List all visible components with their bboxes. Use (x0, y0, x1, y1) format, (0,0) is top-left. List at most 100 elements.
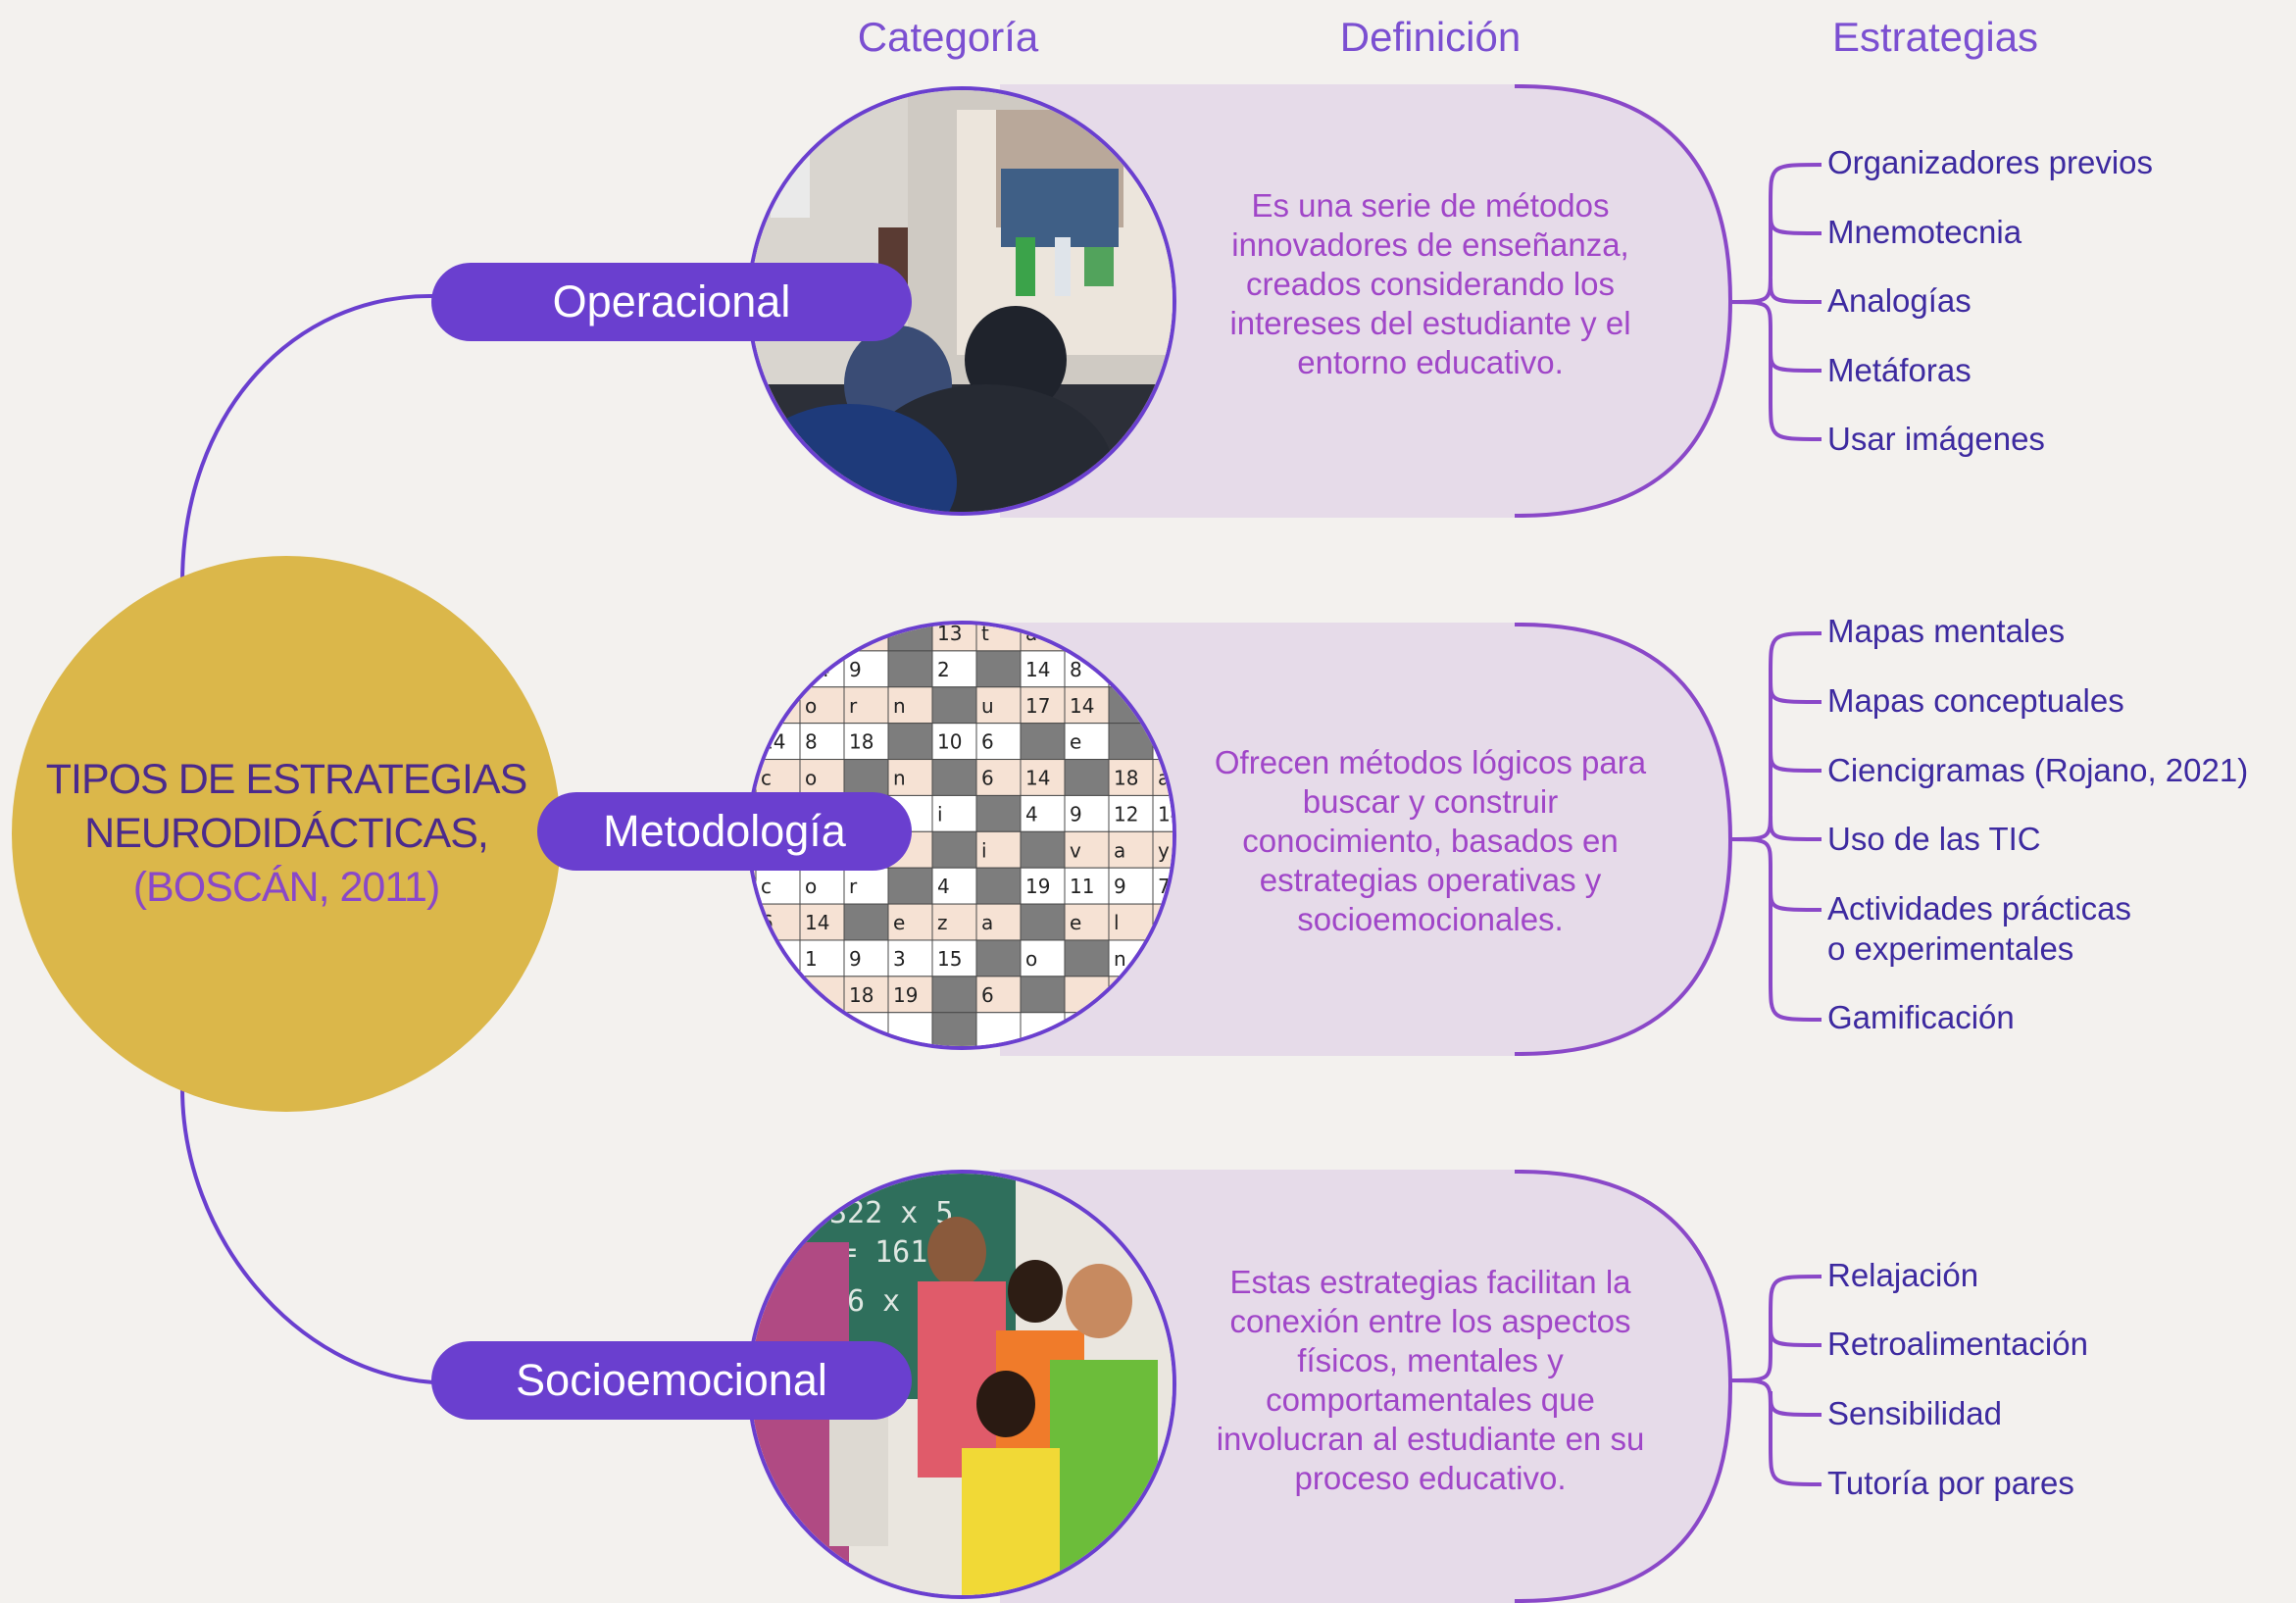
crossword-cell (931, 830, 977, 869)
board-text: 322 x 5 (829, 1196, 953, 1230)
bracket-tick (1769, 677, 1822, 704)
crossword-cell (887, 723, 933, 761)
crossword-text: c (761, 875, 772, 898)
bracket-tick (1769, 346, 1822, 373)
crossword-cell (887, 759, 933, 796)
crossword-cell (1108, 903, 1154, 941)
crossword-cell (1020, 830, 1066, 869)
crossword-text: l (1114, 911, 1120, 934)
crossword-text: 10 (937, 730, 962, 754)
crossword-cell (799, 686, 845, 725)
crossword-text: 8 (1070, 658, 1082, 681)
crossword-cell (843, 759, 889, 796)
crossword-cell (975, 976, 1022, 1014)
crossword-text: 14 (1158, 802, 1176, 826)
crossword-text: 8 (805, 730, 818, 754)
crossword-cell (975, 867, 1022, 905)
strategy-item: Usar imágenes (1827, 421, 2045, 457)
definition-band-cap-socioemocional (1515, 1170, 1733, 1603)
definition-operacional: Es una serie de métodos innovadores de e… (1229, 187, 1631, 380)
strategy-item: Mapas mentales (1827, 613, 2066, 649)
strategy-item: Mapas conceptuales (1827, 682, 2124, 719)
crossword-cell (843, 903, 889, 941)
crossword-cell (1064, 723, 1110, 761)
strategy-item: Tutoría por pares (1827, 1465, 2074, 1501)
crossword-cell (975, 650, 1022, 688)
main-topic-citation: (BOSCÁN, 2011) (132, 864, 441, 911)
strategy-item: Ciencigramas (Rojano, 2021) (1827, 752, 2249, 788)
crossword-cell (975, 1012, 1022, 1046)
crossword-text: 9 (1070, 802, 1082, 826)
crossword-text: 13 (937, 625, 962, 645)
strategy-item: Metáforas (1827, 352, 1972, 388)
strategy-item: Actividades prácticas (1827, 890, 2131, 927)
crossword-text: o (805, 694, 817, 718)
crossword-text: 14 (1025, 767, 1050, 790)
crossword-cell (1064, 903, 1110, 941)
crossword-text: z (937, 911, 948, 934)
crossword-cell (843, 939, 889, 977)
crossword-cell (1020, 794, 1066, 832)
crossword-cell (755, 759, 801, 796)
crossword-text: 6 (981, 767, 994, 790)
crossword-text: a (981, 911, 993, 934)
crossword-cell (975, 903, 1022, 941)
strategy-brackets (1726, 163, 1822, 1486)
crossword-text: c (761, 767, 772, 790)
crossword-text: u (981, 694, 994, 718)
crossword-cell (1020, 759, 1066, 796)
crossword-cell (887, 976, 933, 1014)
crossword-text: 9 (1114, 875, 1126, 898)
crossword-cell (1020, 686, 1066, 725)
bracket-tick (1769, 209, 1822, 235)
crossword-text: 6 (981, 983, 994, 1007)
crossword-cell (887, 650, 933, 688)
crossword-cell (1108, 723, 1154, 761)
category-pill-socioemocional: Socioemocional (431, 1341, 912, 1420)
crossword-text: i (937, 802, 943, 826)
strategy-item: Uso de las TIC (1827, 821, 2041, 857)
definition-metodologia: Ofrecen métodos lógicos para buscar y co… (1214, 744, 1647, 937)
crossword-cell (1108, 794, 1154, 832)
crossword-text: t (981, 625, 989, 645)
crossword-cell (975, 723, 1022, 761)
crossword-text: y (1158, 838, 1170, 862)
crossword-text: n (1114, 947, 1126, 971)
crossword-text: 3 (893, 947, 906, 971)
crossword-text: 9 (849, 658, 862, 681)
crossword-text: 14 (1025, 658, 1050, 681)
strategy-item: Relajación (1827, 1257, 1979, 1293)
crossword-text: 19 (893, 983, 918, 1007)
crossword-text: 6 (981, 730, 994, 754)
crossword-cell (1152, 794, 1173, 832)
crossword-cell (931, 686, 977, 725)
crossword-cell (1020, 723, 1066, 761)
bracket-tick (1769, 1390, 1822, 1417)
crossword-text: 2 (937, 658, 950, 681)
crossword-cell (975, 939, 1022, 977)
crossword-text: 9 (849, 947, 862, 971)
definition-band-cap-operacional (1515, 84, 1733, 518)
crossword-text: 4 (937, 875, 950, 898)
crossword-cell (887, 867, 933, 905)
crossword-cell (931, 976, 977, 1014)
crossword-cell (931, 903, 977, 941)
crossword-text: 15 (937, 947, 962, 971)
crossword-cell (931, 1012, 977, 1046)
main-topic-line1: TIPOS DE ESTRATEGIAS (45, 756, 528, 803)
header-estrategias: Estrategias (1831, 14, 2039, 60)
crossword-text: n (893, 767, 906, 790)
main-topic-line2: NEURODIDÁCTICAS, (84, 810, 489, 857)
crossword-text: r (849, 875, 858, 898)
crossword-cell (799, 867, 845, 905)
photo-classroom-projector (747, 86, 1176, 516)
crossword-text: a (1114, 838, 1125, 862)
crossword-text: 14 (1070, 694, 1094, 718)
crossword-text: o (1025, 947, 1037, 971)
crossword-cell (1020, 650, 1066, 688)
crossword-text: 14 (805, 911, 829, 934)
crossword-text: 17 (1025, 694, 1050, 718)
crossword-text: r (849, 694, 858, 718)
strategy-item: Gamificación (1827, 999, 2015, 1035)
